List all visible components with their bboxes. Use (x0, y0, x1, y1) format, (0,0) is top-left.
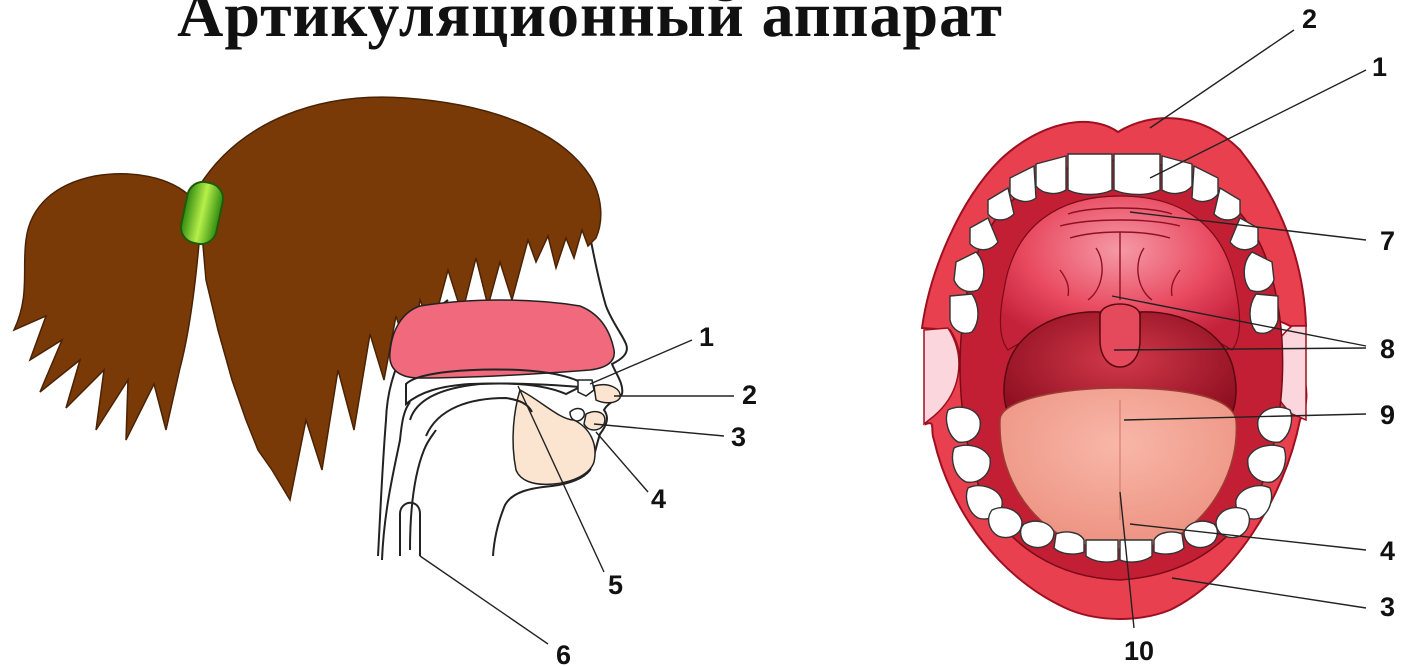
mouth-label-2: 2 (1302, 4, 1317, 34)
profile-labels: 1 2 3 4 5 6 (556, 322, 757, 666)
profile-label-5: 5 (608, 570, 623, 600)
open-mouth (922, 118, 1306, 619)
profile-label-4: 4 (651, 484, 666, 514)
profile-label-2: 2 (742, 380, 757, 410)
profile-label-3: 3 (731, 422, 746, 452)
mouth-label-8: 8 (1380, 334, 1395, 364)
head-profile (14, 97, 627, 560)
profile-label-1: 1 (699, 322, 714, 352)
mouth-label-4: 4 (1380, 536, 1395, 566)
nasal-palate (390, 300, 614, 378)
mouth-label-7: 7 (1380, 226, 1395, 256)
uvula (1100, 304, 1140, 367)
lower-teeth-profile (570, 409, 584, 421)
ponytail (14, 174, 200, 440)
upper-lip-profile (594, 385, 620, 403)
mouth-label-9: 9 (1380, 400, 1395, 430)
profile-label-6: 6 (556, 640, 571, 666)
lower-lip-profile (584, 412, 605, 430)
mouth-label-10: 10 (1124, 636, 1154, 666)
mouth-label-3: 3 (1380, 592, 1395, 622)
mouth-label-1: 1 (1372, 52, 1387, 82)
upper-teeth-profile (578, 380, 594, 396)
